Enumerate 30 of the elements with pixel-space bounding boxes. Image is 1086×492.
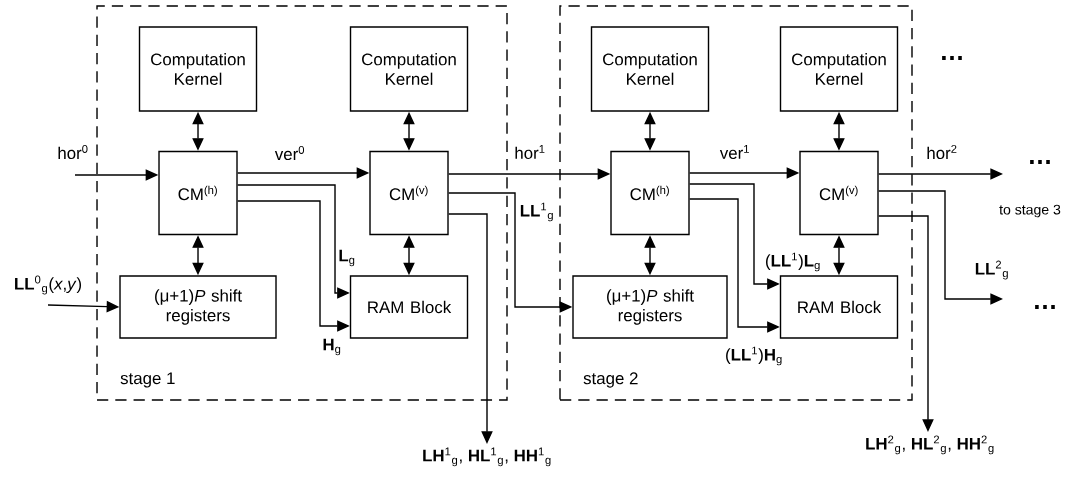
output-text: LH$^{1}$$_{g}$, HL$^{1}$$_{g}$, HH$^{1}$g <box>423 447 551 467</box>
shift-register-box: (μ+1)P shift registers <box>572 275 728 339</box>
ellipsis: … <box>1035 305 1055 309</box>
controller-box: CM$^{(v)}$ <box>799 150 879 236</box>
ram-block-box: RAM Block <box>349 275 469 339</box>
edge-label: ver$^{1}$ <box>718 143 752 161</box>
edge-label: LL$^{2}$g <box>973 259 1011 281</box>
kernel-box: Computation Kernel <box>138 26 258 112</box>
edge-label: hor$^{2}$ <box>924 143 960 161</box>
kernel-box: Computation Kernel <box>779 26 899 112</box>
ram-block-box: RAM Block <box>779 275 899 339</box>
edge-label: L$_{g}$ <box>336 248 358 268</box>
kernel-box: Computation Kernel <box>590 26 710 112</box>
controller-box: CM$^{(h)}$ <box>610 150 690 236</box>
output-text: LH$^{2}$$_{g}$, HL$^{2}$$_{g}$, HH$^{2}$g <box>866 435 994 455</box>
edge-label: LL$^{0}$$_{g}$(x,y) <box>12 274 84 296</box>
shift-register-box: (μ+1)P shift registers <box>119 275 277 339</box>
edge-label: ver$^{0}$ <box>273 144 307 162</box>
controller-box: CM$^{(v)}$ <box>369 150 449 236</box>
edge-label: (LL$^{1}$)L$_{g}$ <box>763 251 823 273</box>
edge-label: LL$^{1}$g <box>518 201 556 223</box>
edge-label: hor$^{0}$ <box>55 143 91 161</box>
controller-box: CM$^{(h)}$ <box>158 150 238 236</box>
edge-label: H$_{g}$ <box>321 337 343 357</box>
note-text: to stage 3 <box>999 204 1061 218</box>
kernel-box: Computation Kernel <box>349 26 469 112</box>
ellipsis: … <box>1030 160 1050 164</box>
edge-label: (LL$^{1}$)H$_{g}$ <box>723 345 785 367</box>
edge-label: hor$^{1}$ <box>512 143 548 161</box>
ellipsis: … <box>942 56 962 60</box>
